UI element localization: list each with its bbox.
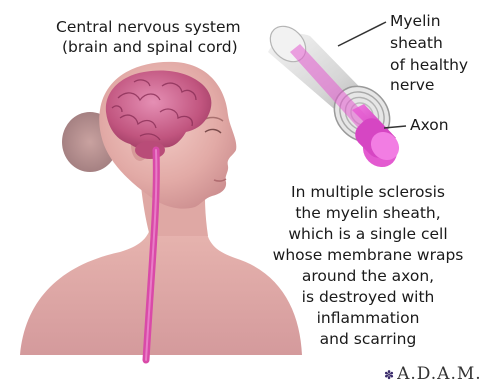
ms-description: In multiple sclerosis the myelin sheath,… [258, 182, 478, 350]
cns-label-line1: Central nervous system [56, 18, 241, 36]
myelin-label-line2: sheath [390, 34, 443, 52]
description-line: which is a single cell [258, 224, 478, 245]
description-line: and scarring [258, 329, 478, 350]
adam-logo-text: A.D.A.M. [397, 364, 482, 384]
cns-label-line2: (brain and spinal cord) [62, 38, 238, 56]
myelin-pointer [338, 22, 386, 46]
myelin-label-line4: nerve [390, 76, 434, 94]
axon-label: Axon [410, 116, 449, 134]
description-line: inflammation [258, 308, 478, 329]
description-line: around the axon, [258, 266, 478, 287]
description-line: whose membrane wraps [258, 245, 478, 266]
nerve-illustration [263, 19, 405, 174]
myelin-label-line3: of healthy [390, 56, 468, 74]
adam-logo-icon: ✽ [384, 368, 395, 382]
description-line: the myelin sheath, [258, 203, 478, 224]
description-line: In multiple sclerosis [258, 182, 478, 203]
myelin-label-line1: Myelin [390, 12, 441, 30]
description-line: is destroyed with [258, 287, 478, 308]
adam-logo: ✽A.D.A.M. [384, 364, 482, 384]
cerebellum [135, 141, 165, 159]
